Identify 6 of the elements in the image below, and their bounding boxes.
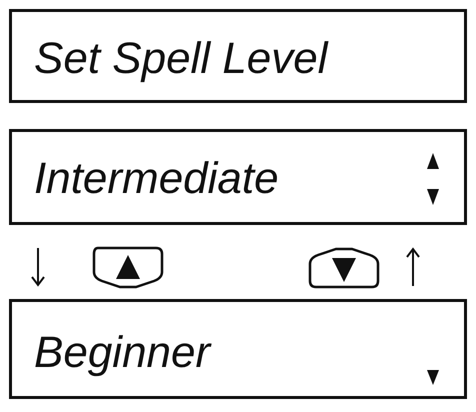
display-box: [9, 299, 467, 399]
display-box: [9, 9, 467, 103]
display-text: Intermediate: [34, 154, 279, 204]
display-text: Set Spell Level: [34, 34, 328, 84]
display-box: [9, 129, 467, 225]
display-text: Beginner: [34, 328, 210, 378]
